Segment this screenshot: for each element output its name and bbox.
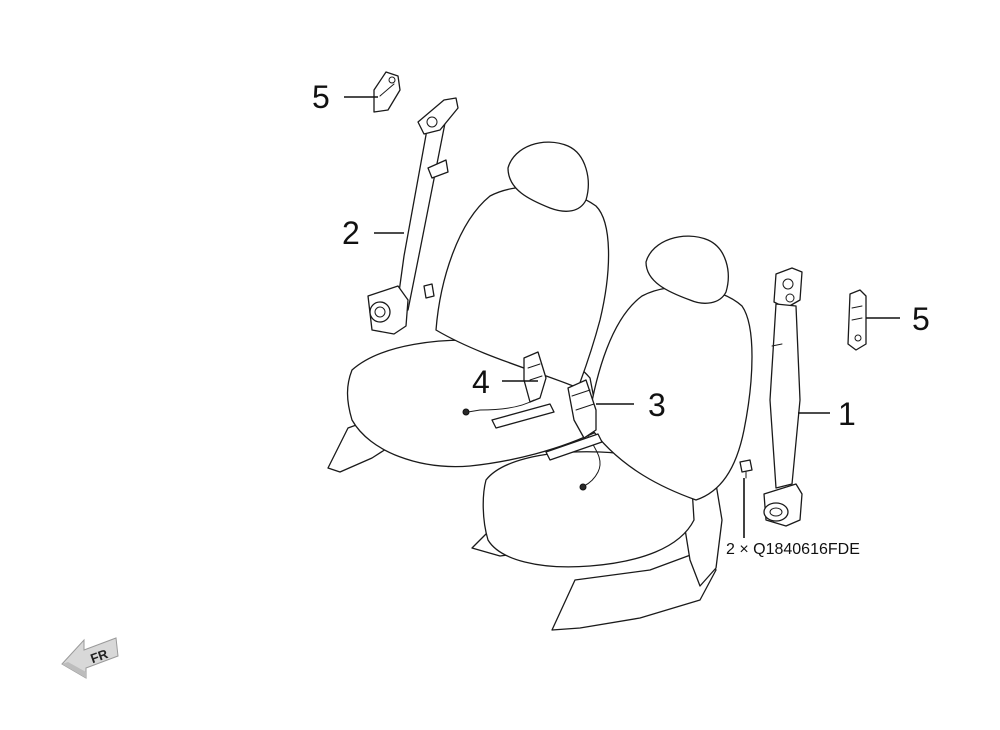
callout-4: 4 xyxy=(472,364,490,400)
fr-arrow-label: FR xyxy=(88,646,110,666)
callout-2: 2 xyxy=(342,215,360,251)
rh-belt-webbing xyxy=(769,303,801,489)
fastener-part-note: 2 × Q1840616FDE xyxy=(726,541,860,558)
lh-mounting-bolt xyxy=(423,283,435,299)
callout-3: 3 xyxy=(648,387,666,423)
rh-height-adjuster-anchor xyxy=(847,289,867,351)
lh-seat-belt-retractor xyxy=(367,97,459,335)
front-direction-arrow: FR xyxy=(61,637,119,679)
rh-seat-belt-retractor xyxy=(763,267,803,527)
right-seat-base xyxy=(551,549,717,631)
right-seat xyxy=(471,235,753,631)
right-seat-headrest xyxy=(645,235,729,304)
rh-upper-anchor xyxy=(773,267,803,309)
lh-belt-slider xyxy=(427,159,449,179)
callout-5-left: 5 xyxy=(312,79,330,115)
rh-seat-belt-buckle xyxy=(545,379,603,491)
callout-1: 1 xyxy=(838,396,856,432)
left-seat-backrest xyxy=(435,186,610,389)
lh-height-adjuster-anchor xyxy=(373,71,401,113)
right-seat-backrest xyxy=(587,286,753,501)
lh-buckle-harness xyxy=(467,399,535,413)
lh-upper-guide xyxy=(417,97,459,135)
callout-5-right: 5 xyxy=(912,301,930,337)
rh-buckle-harness xyxy=(583,435,601,487)
lh-seat-belt-buckle xyxy=(462,351,555,429)
fastener-bolt xyxy=(739,459,753,479)
lh-belt-webbing xyxy=(395,117,447,315)
left-seat-headrest xyxy=(507,141,589,212)
left-seat xyxy=(327,141,610,473)
